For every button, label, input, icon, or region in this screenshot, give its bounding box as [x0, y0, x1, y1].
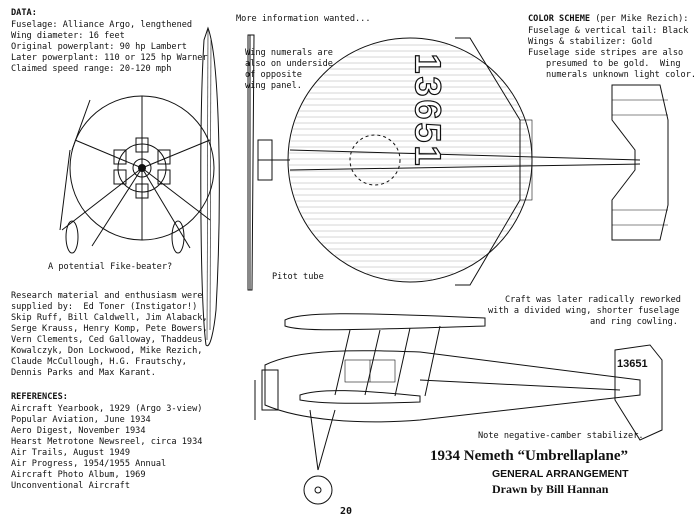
side-view-nose	[247, 34, 290, 291]
research-line: supplied by: Ed Toner (Instigator!)	[11, 302, 198, 312]
reference-item: Aircraft Photo Album, 1969	[11, 470, 146, 480]
color-scheme-line: Fuselage side stripes are also	[528, 48, 684, 58]
wing-numerals-note: also on underside	[245, 59, 333, 69]
drawing-title: 1934 Nemeth “Umbrellaplane”	[430, 448, 629, 464]
pitot-label: Pitot tube	[272, 272, 324, 282]
craft-note: with a divided wing, shorter fuselage	[488, 306, 680, 316]
tail-registration: 13651	[617, 358, 648, 370]
research-line: Kowalczyk, Don Lockwood, Mike Rezich,	[11, 346, 203, 356]
color-scheme-credit: (per Mike Rezich):	[595, 14, 689, 24]
data-line: Claimed speed range: 20-120 mph	[11, 64, 172, 74]
reference-item: Unconventional Aircraft	[11, 481, 130, 491]
color-scheme-heading: COLOR SCHEME	[528, 14, 591, 24]
more-info-note: More information wanted...	[236, 14, 371, 24]
reference-item: Air Trails, August 1949	[11, 448, 130, 458]
references-heading: REFERENCES:	[11, 392, 68, 402]
research-line: Serge Krauss, Henry Komp, Pete Bowers,	[11, 324, 208, 334]
craft-note: Craft was later radically reworked	[505, 295, 681, 305]
reference-item: Hearst Metrotone Newsreel, circa 1934	[11, 437, 203, 447]
research-line: Dennis Parks and Max Karant.	[11, 368, 156, 378]
front-view	[59, 26, 220, 347]
wing-registration: 13651	[407, 53, 449, 169]
research-line: Claude McCullough, H.G. Frautschy,	[11, 357, 187, 367]
reference-item: Air Progress, 1954/1955 Annual	[11, 459, 167, 469]
drawing-subtitle: GENERAL ARRANGEMENT	[492, 468, 629, 480]
research-line: Skip Ruff, Bill Caldwell, Jim Alaback,	[11, 313, 208, 323]
color-scheme-line: numerals unknown light color.	[546, 70, 697, 80]
stabilizer-note: Note negative-camber stabilizer.	[478, 431, 644, 441]
top-view	[287, 37, 669, 286]
data-line: Later powerplant: 110 or 125 hp Warner	[11, 53, 208, 63]
research-line: Vern Clements, Ced Galloway, Thaddeus	[11, 335, 203, 345]
fike-caption: A potential Fike-beater?	[48, 262, 173, 272]
craft-note: and ring cowling.	[590, 317, 678, 327]
color-scheme-line: Fuselage & vertical tail: Black	[528, 26, 689, 36]
data-line: Original powerplant: 90 hp Lambert	[11, 42, 187, 52]
color-scheme-header: COLOR SCHEME (per Mike Rezich):	[528, 14, 688, 26]
wing-numerals-note: wing panel.	[245, 81, 302, 91]
color-scheme-line: Wings & stabilizer: Gold	[528, 37, 653, 47]
research-line: Research material and enthusiasm were	[11, 291, 203, 301]
radial-engine-front	[113, 137, 171, 199]
data-line: Wing diameter: 16 feet	[11, 31, 125, 41]
reference-item: Aircraft Yearbook, 1929 (Argo 3-view)	[11, 404, 203, 414]
reference-item: Popular Aviation, June 1934	[11, 415, 151, 425]
data-line: Fuselage: Alliance Argo, lengthened	[11, 20, 193, 30]
data-heading: DATA:	[11, 8, 37, 18]
wing-numerals-note: of opposite	[245, 70, 302, 80]
wing-numerals-note: Wing numerals are	[245, 48, 333, 58]
side-view-biplane	[254, 313, 663, 505]
drawing-credit: Drawn by Bill Hannan	[492, 482, 609, 496]
page-number: 20	[340, 506, 353, 517]
reference-item: Aero Digest, November 1934	[11, 426, 146, 436]
color-scheme-line: presumed to be gold. Wing	[546, 59, 681, 69]
